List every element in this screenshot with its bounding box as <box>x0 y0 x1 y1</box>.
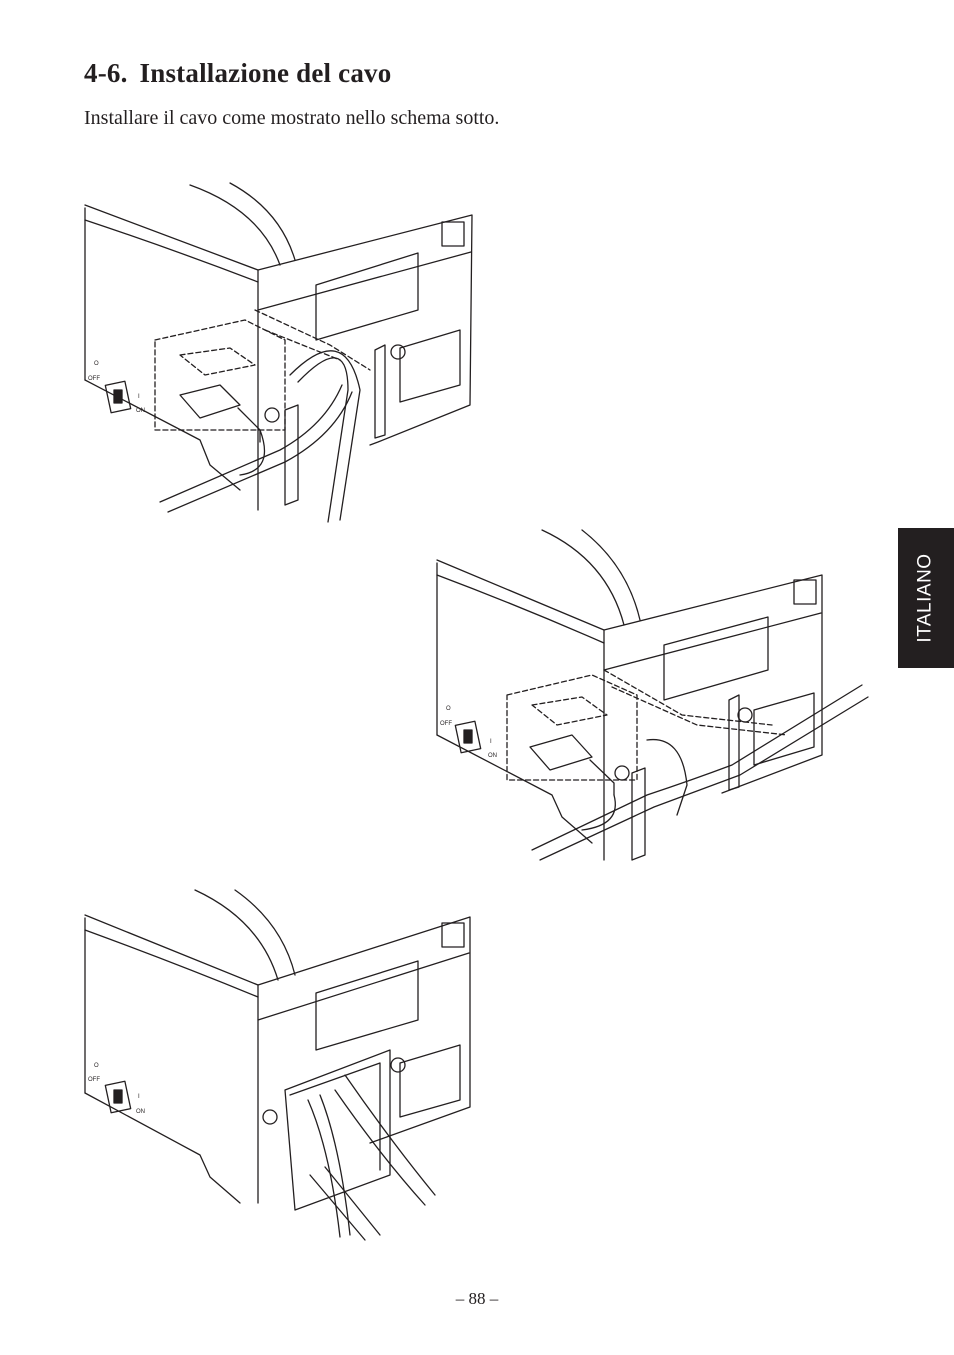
figure-cable-routing-3: OFF ON O I <box>80 885 480 1250</box>
hidden-connectors <box>154 309 371 431</box>
switch-i-mark: I <box>138 394 140 400</box>
power-plug <box>529 734 615 796</box>
figure-cable-routing-2: OFF ON O I <box>432 525 872 875</box>
hidden-connectors <box>506 669 788 781</box>
printer-body <box>84 889 471 1211</box>
switch-o-mark: O <box>446 706 451 712</box>
cable <box>159 350 361 523</box>
language-label: ITALIANO <box>915 553 937 643</box>
page-number: – 88 – <box>455 1289 499 1308</box>
power-plug <box>179 384 261 443</box>
switch-i-mark: I <box>490 739 492 745</box>
section-heading: 4-6. Installazione del cavo <box>84 58 391 89</box>
intro-text: Installare il cavo come mostrato nello s… <box>84 107 500 129</box>
printer-body <box>84 182 473 511</box>
section-title: Installazione del cavo <box>139 58 392 88</box>
figure-cable-routing-1: OFF ON O I <box>80 180 480 530</box>
switch-i-mark: I <box>138 1094 140 1100</box>
switch-on-label: ON <box>136 1109 145 1115</box>
switch-on-label: ON <box>488 753 497 759</box>
switch-on-label: ON <box>136 408 145 414</box>
switch-o-mark: O <box>94 1063 99 1069</box>
cable <box>307 1074 436 1241</box>
section-number: 4-6. <box>84 58 128 88</box>
switch-off-label: OFF <box>440 721 452 727</box>
power-switch: OFF ON O I <box>88 361 145 414</box>
language-side-tab: ITALIANO <box>898 528 954 668</box>
cable <box>531 684 869 861</box>
power-switch: OFF ON O I <box>88 1063 145 1115</box>
switch-off-label: OFF <box>88 1077 100 1083</box>
switch-o-mark: O <box>94 361 99 367</box>
switch-off-label: OFF <box>88 376 100 382</box>
printer-body <box>436 529 823 861</box>
power-switch: OFF ON O I <box>440 706 497 759</box>
